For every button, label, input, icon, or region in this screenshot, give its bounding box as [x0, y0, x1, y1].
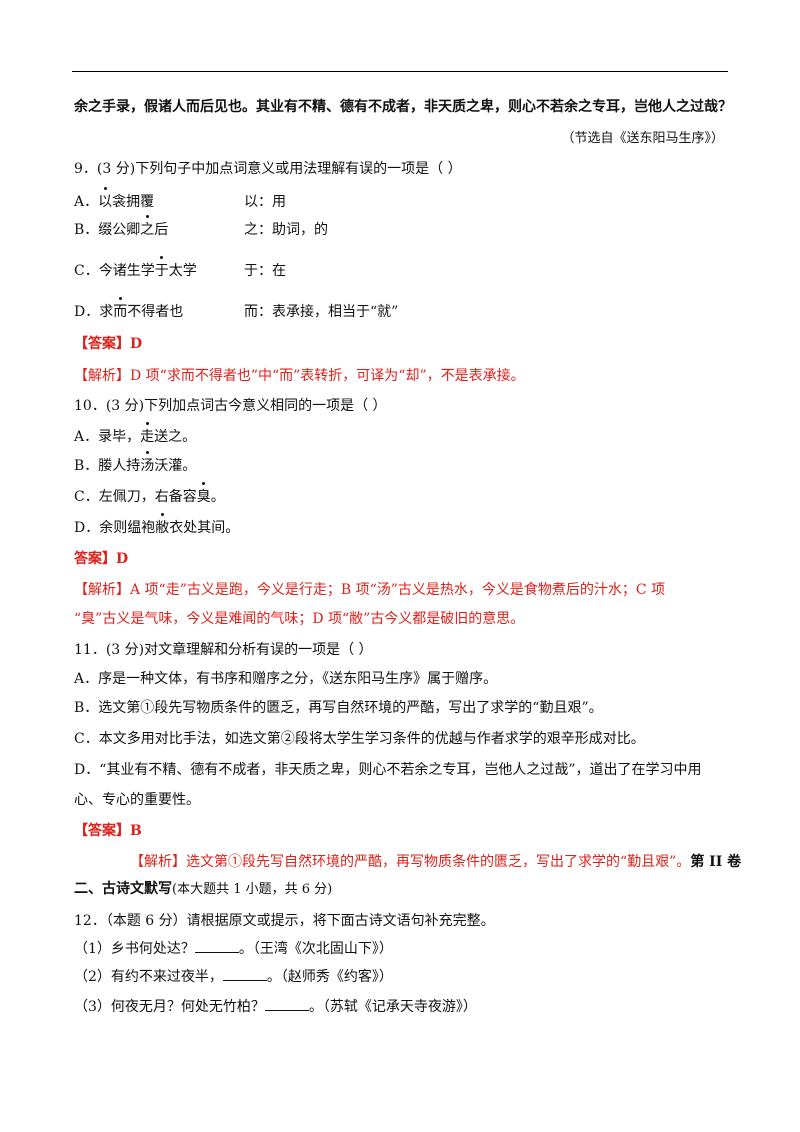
- emphasis-dot-word: 汤: [140, 451, 155, 474]
- passage-last-line: 余之手录，假诸人而后见也。其业有不精、德有不成者，非天质之卑，则心不若余之专耳，…: [74, 99, 732, 115]
- q12-stem: 12．（本题 6 分）请根据原文或提示，将下面古诗文语句补充完整。: [74, 913, 495, 929]
- q9-answer: 【答案】D: [74, 336, 143, 352]
- q9-option-b: B．缀公卿之后: [74, 215, 169, 238]
- section-2-heading-note: (本大题共 1 小题，共 6 分): [172, 882, 333, 897]
- q10-answer: 答案】D: [74, 551, 129, 567]
- q9-option-a: A．以衾拥覆: [74, 187, 155, 210]
- emphasis-dot-word: 而: [113, 297, 128, 320]
- emphasis-dot-word: 于: [154, 256, 169, 279]
- volume-label: 第 II 卷: [690, 854, 742, 870]
- q9-option-c-gloss: 于：在: [244, 263, 286, 279]
- q12-item-1: （1）乡书何处达？。（王湾《次北固山下》）: [74, 941, 393, 957]
- q11-answer: 【答案】B: [74, 823, 142, 839]
- emphasis-dot-word: 臭: [196, 482, 211, 505]
- emphasis-dot-word: 之: [140, 215, 155, 238]
- passage-source: （节选自《送东阳马生序》）: [561, 131, 724, 146]
- q10-option-d: D．余则缊袍敝衣处其间。: [74, 513, 240, 536]
- header-rule: [72, 71, 728, 72]
- fill-blank[interactable]: [222, 980, 267, 981]
- q11-stem: 11．(3 分)对文章理解和分析有误的一项是（ ）: [74, 642, 373, 658]
- q9-option-d: D．求而不得者也: [74, 297, 184, 320]
- emphasis-dot-word: 敝: [155, 513, 170, 536]
- q9-option-b-gloss: 之：助词，的: [244, 222, 328, 238]
- q10-option-c: C．左佩刀，右备容臭。: [74, 482, 225, 505]
- q12-item-2: （2）有约不来过夜半，。（赵师秀《约客》）: [74, 969, 393, 985]
- q10-option-a: A．录毕，走送之。: [74, 422, 197, 445]
- q9-stem: 9．(3 分)下列句子中加点词意义或用法理解有误的一项是（ ）: [74, 161, 462, 177]
- q11-analysis: 【解析】选文第①段先写自然环境的严酷，再写物质条件的匮乏，写出了求学的“勤且艰”…: [130, 854, 691, 870]
- q9-option-a-gloss: 以：用: [244, 194, 286, 210]
- q10-option-b: B．媵人持汤沃灌。: [74, 451, 197, 474]
- section-2-heading-row: 二、古诗文默写(本大题共 1 小题，共 6 分): [74, 879, 332, 900]
- q11-option-a: A．序是一种文体，有书序和赠序之分，《送东阳马生序》属于赠序。: [74, 671, 498, 687]
- q12-item-3: （3）何夜无月？何处无竹柏？。（苏轼《记承天寺夜游》）: [74, 999, 477, 1015]
- q11-option-b: B．选文第①段先写物质条件的匮乏，再写自然环境的严酷，写出了求学的“勤且艰”。: [74, 700, 603, 716]
- q9-option-d-gloss: 而：表承接，相当于“就”: [244, 304, 399, 320]
- q10-analysis-line-2: “臭”古义是气味，今义是难闻的气味；D 项“敝”古今义都是破旧的意思。: [74, 611, 525, 627]
- q10-stem: 10．(3 分)下列加点词古今意义相同的一项是（ ）: [74, 398, 387, 414]
- q11-option-d-line-1: D．“其业有不精、德有不成者，非天质之卑，则心不若余之专耳，岂他人之过哉”，道出…: [74, 762, 702, 778]
- emphasis-dot-word: 走: [140, 422, 155, 445]
- section-2-heading: 二、古诗文默写: [74, 881, 172, 897]
- q9-analysis: 【解析】D 项“求而不得者也”中“而”表转折，可译为“却”，不是表承接。: [74, 368, 525, 384]
- q10-analysis-line-1: 【解析】A 项“走”古义是跑，今义是行走；B 项“汤”古义是热水，今义是食物煮后…: [74, 582, 666, 598]
- q9-option-c: C．今诸生学于太学: [74, 256, 197, 279]
- fill-blank[interactable]: [194, 952, 239, 953]
- q11-analysis-row: 【解析】选文第①段先写自然环境的严酷，再写物质条件的匮乏，写出了求学的“勤且艰”…: [130, 852, 741, 872]
- q11-option-c: C．本文多用对比手法，如选文第②段将太学生学习条件的优越与作者求学的艰辛形成对比…: [74, 731, 645, 747]
- emphasis-dot-word: 以: [98, 187, 113, 210]
- fill-blank[interactable]: [264, 1010, 309, 1011]
- q11-option-d-line-2: 心、专心的重要性。: [74, 792, 200, 808]
